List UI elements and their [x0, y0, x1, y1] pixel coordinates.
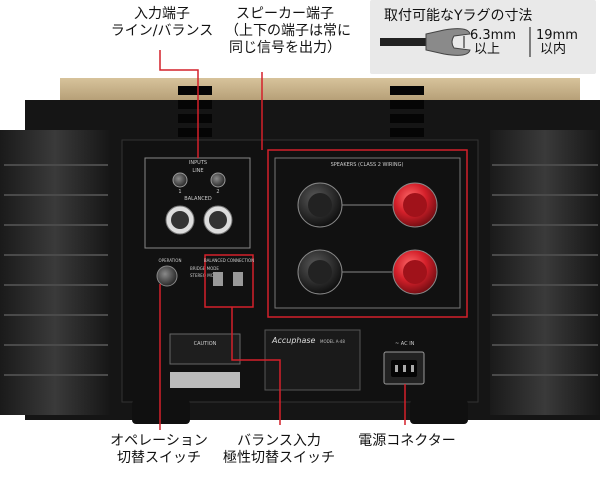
- polarity-switch-2[interactable]: [233, 272, 243, 286]
- polarity-switch-1[interactable]: [213, 272, 223, 286]
- caution-label: [169, 333, 241, 365]
- balanced-connection-box: [204, 254, 254, 308]
- callout-balanced-line1: バランス入力: [237, 433, 321, 449]
- operation-label: OPERATION: [159, 258, 182, 263]
- ch1-label: 1: [178, 189, 181, 195]
- callout-speakers-line2: （上下の端子は常に: [225, 23, 351, 39]
- callout-operation-line1: オペレーション: [110, 433, 208, 449]
- callout-balanced: バランス入力 極性切替スイッチ: [218, 433, 340, 467]
- speakers-box: [267, 149, 468, 318]
- model-plate: [264, 329, 361, 391]
- callout-speakers-line3: 同じ信号を出力）: [229, 40, 341, 56]
- callout-inputs-line1: 入力端子: [134, 6, 190, 22]
- callout-inputs-line2: ライン/バランス: [110, 23, 214, 39]
- dim-inner-value: 6.3mm: [470, 28, 517, 43]
- ylug-inset: 取付可能なYラグの寸法 6.3mm 以上 19mm 以内: [370, 0, 596, 74]
- line-label: LINE: [192, 168, 203, 174]
- dim-inner-note: 以上: [474, 42, 501, 57]
- leader-balanced: [231, 307, 281, 425]
- right-heatsink: [490, 130, 600, 415]
- leader-lines: [159, 50, 406, 430]
- operation-switch[interactable]: [156, 265, 178, 287]
- inputs-label: INPUTS: [189, 160, 207, 166]
- speakers-label: SPEAKERS (CLASS 2 WIRING): [331, 162, 404, 168]
- brand-label: Accuphase: [271, 336, 316, 345]
- callout-power-line1: 電源コネクター: [358, 433, 456, 449]
- caution-text: CAUTION: [194, 341, 217, 347]
- speakers-inner-plate: [274, 157, 461, 309]
- model-label: MODEL A-48: [320, 339, 345, 344]
- left-heatsink: [0, 130, 110, 415]
- balanced-label: BALANCED: [184, 196, 212, 202]
- rca-input-1[interactable]: [172, 172, 188, 188]
- leader-inputs: [159, 50, 199, 158]
- ylug-icon: [380, 27, 531, 57]
- callout-operation-line2: 切替スイッチ: [117, 450, 201, 466]
- vent-slots: [178, 86, 424, 137]
- callout-speakers-line1: スピーカー端子: [236, 6, 334, 22]
- balanced-connection-label: BALANCED CONNECTION: [204, 258, 254, 263]
- serial-plate: [170, 372, 240, 388]
- ch2-label: 2: [216, 189, 219, 195]
- callout-inputs: 入力端子 ライン/バランス: [110, 6, 214, 40]
- inset-title: 取付可能なYラグの寸法: [384, 8, 533, 24]
- foot-right: [410, 400, 468, 424]
- foot-left: [132, 400, 190, 424]
- callout-operation: オペレーション 切替スイッチ: [100, 433, 218, 467]
- rca-input-2[interactable]: [210, 172, 226, 188]
- callout-speakers: スピーカー端子 （上下の端子は常に 同じ信号を出力）: [225, 6, 351, 57]
- callout-power: 電源コネクター: [350, 433, 464, 450]
- callout-balanced-line2: 極性切替スイッチ: [223, 450, 335, 466]
- dim-outer-value: 19mm: [536, 28, 578, 43]
- ac-in-label: ~ AC IN: [395, 341, 415, 347]
- dim-outer-note: 以内: [540, 42, 567, 57]
